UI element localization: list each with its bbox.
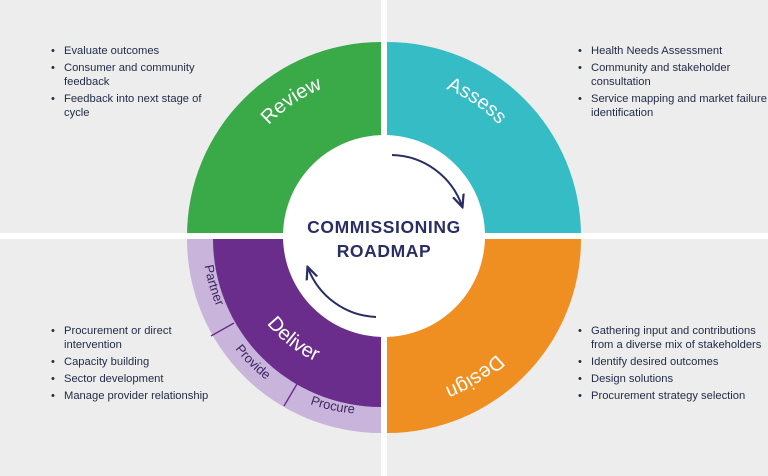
review-bullet-list: Evaluate outcomes Consumer and community… xyxy=(46,44,214,123)
cycle-arrow-icon xyxy=(391,154,462,206)
list-item: Procurement strategy selection xyxy=(578,389,768,403)
list-item: Identify desired outcomes xyxy=(578,355,768,369)
center-title-line2: ROADMAP xyxy=(337,241,432,261)
list-item: Feedback into next stage of cycle xyxy=(51,92,214,120)
center-title-line1: COMMISSIONING xyxy=(307,217,461,237)
list-item: Community and stakeholder consultation xyxy=(578,61,768,89)
ring-divider xyxy=(210,322,235,337)
list-item: Consumer and community feedback xyxy=(51,61,214,89)
list-item: Service mapping and market failure ident… xyxy=(578,92,768,120)
center-circle xyxy=(283,135,485,337)
list-item: Manage provider relationship xyxy=(51,389,214,403)
list-item: Design solutions xyxy=(578,372,768,386)
list-item: Gathering input and contributions from a… xyxy=(578,324,768,352)
ring-divider xyxy=(283,383,298,407)
cycle-arrow-icon xyxy=(308,268,377,318)
list-item: Sector development xyxy=(51,372,214,386)
list-item: Procurement or direct intervention xyxy=(51,324,214,352)
assess-bullet-list: Health Needs Assessment Community and st… xyxy=(573,44,768,123)
deliver-bullet-list: Procurement or direct intervention Capac… xyxy=(46,324,214,406)
list-item: Health Needs Assessment xyxy=(578,44,768,58)
list-item: Capacity building xyxy=(51,355,214,369)
design-bullet-list: Gathering input and contributions from a… xyxy=(573,324,768,406)
list-item: Evaluate outcomes xyxy=(51,44,214,58)
